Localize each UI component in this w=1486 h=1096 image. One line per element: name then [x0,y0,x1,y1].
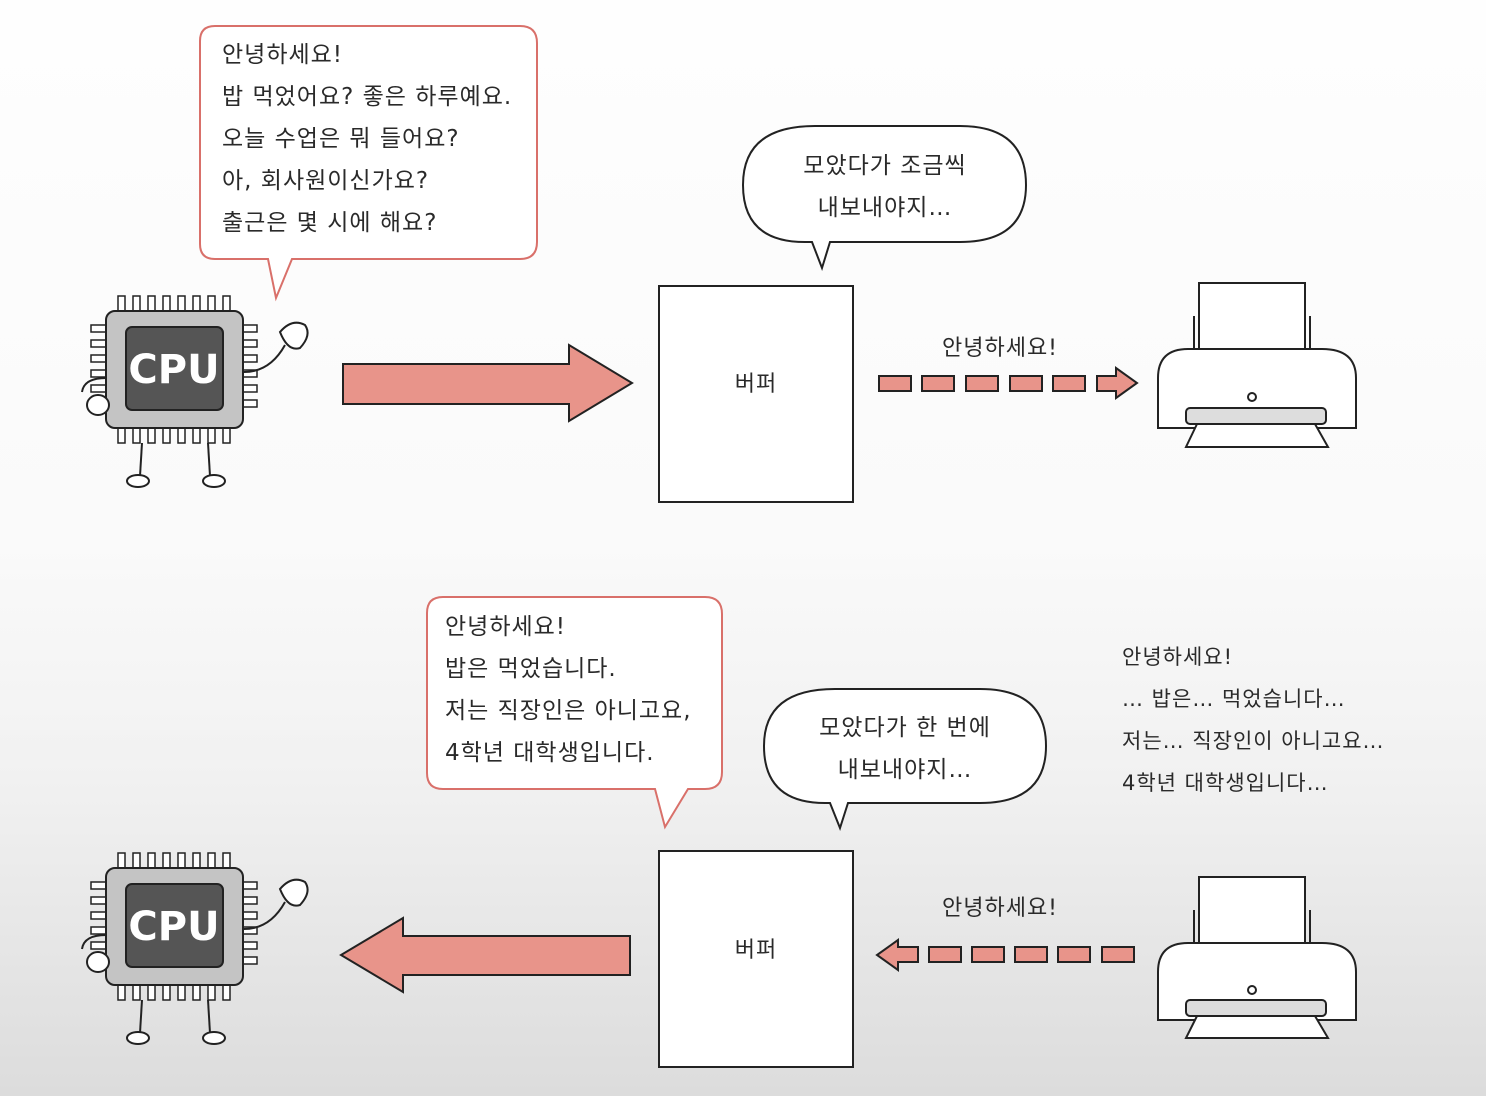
speech-line: 4학년 대학생입니다. [445,740,655,766]
speech-line: 안녕하세요! [222,42,344,68]
thought-line: 내보내야지… [817,195,953,221]
printer-to-buffer-dashed-arrow [875,938,1135,972]
cpu-to-buffer-arrow [342,343,634,423]
cpu-label-top: CPU [128,347,219,393]
buffer-thought-bubble-top [741,125,1028,272]
cpu-speech-bubble-top [199,25,538,302]
speech-line: 안녕하세요! [445,614,567,640]
buffer-to-printer-dashed-arrow [878,366,1139,400]
buffer-thought-text-bottom: 모았다가 한 번에 내보내야지… [780,707,1030,791]
speech-line: 밥은 먹었습니다. [445,656,617,682]
printer-top [1157,282,1357,448]
thought-line: 모았다가 조금씩 [803,153,967,179]
buffer-label-top: 버퍼 [734,372,778,397]
transfer-label-top: 안녕하세요! [941,336,1059,361]
printer-line: … 밥은… 먹었습니다… [1122,687,1346,711]
printer-line: 안녕하세요! [1122,645,1234,669]
printer-bottom [1157,876,1357,1039]
thought-line: 내보내야지… [837,757,973,783]
buffer-to-cpu-arrow [339,916,631,994]
speech-line: 출근은 몇 시에 해요? [222,210,438,236]
speech-line: 오늘 수업은 뭐 들어요? [222,126,460,152]
transfer-label-bottom: 안녕하세요! [941,896,1059,921]
buffer-box-bottom [658,850,854,1068]
cpu-label-bottom: CPU [128,904,219,950]
speech-line: 밥 먹었어요? 좋은 하루예요. [222,84,513,110]
cpu-speech-text-bottom: 안녕하세요! 밥은 먹었습니다. 저는 직장인은 아니고요, 4학년 대학생입니… [445,606,692,774]
buffer-label-bottom: 버퍼 [734,938,778,963]
printer-line: 4학년 대학생입니다… [1122,771,1329,795]
buffer-thought-bubble-bottom [762,688,1048,831]
cpu-chip-top: CPU [81,295,309,488]
thought-line: 모았다가 한 번에 [819,715,991,741]
buffer-thought-text-top: 모았다가 조금씩 내보내야지… [760,145,1010,229]
cpu-speech-bubble-bottom [426,596,723,830]
speech-line: 아, 회사원이신가요? [222,168,430,194]
cpu-speech-text-top: 안녕하세요! 밥 먹었어요? 좋은 하루예요. 오늘 수업은 뭐 들어요? 아,… [222,34,512,244]
buffer-box-top [658,285,854,503]
speech-line: 저는 직장인은 아니고요, [445,698,692,724]
printer-line: 저는… 직장인이 아니고요… [1122,729,1385,753]
printer-text-bottom: 안녕하세요! … 밥은… 먹었습니다… 저는… 직장인이 아니고요… 4학년 대… [1122,636,1385,804]
cpu-chip-bottom: CPU [81,852,309,1045]
